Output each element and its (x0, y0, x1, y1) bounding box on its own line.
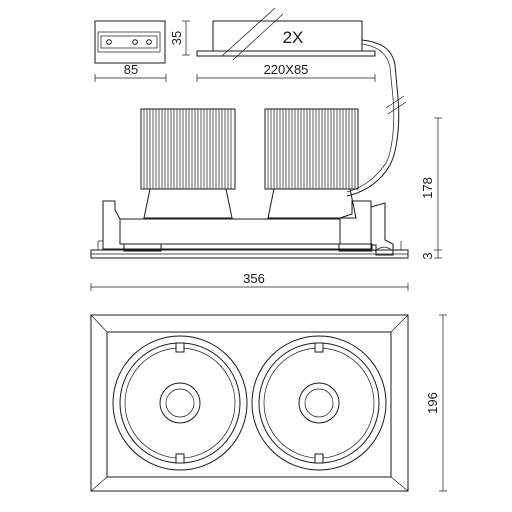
dim-356: 356 (90, 271, 409, 291)
dim-220x85-label: 220X85 (264, 62, 309, 77)
heatsink-left (140, 108, 236, 219)
large-driver-box: 2X (196, 7, 376, 61)
dim-356-label: 356 (243, 271, 265, 286)
dim-178: 178 (420, 117, 442, 251)
front-view (90, 314, 409, 492)
dim-85: 85 (94, 62, 167, 82)
dim-196-label: 196 (425, 392, 440, 414)
dim-35: 35 (169, 20, 190, 56)
dim-196: 196 (425, 314, 447, 492)
side-view (90, 108, 409, 259)
dim-85-label: 85 (124, 62, 138, 77)
small-driver-box (94, 20, 166, 64)
lamp-left (112, 335, 248, 471)
quantity-label: 2X (283, 28, 304, 47)
dim-178-label: 178 (420, 177, 435, 199)
dim-3-label: 3 (420, 252, 435, 259)
cable (346, 39, 407, 197)
heatsink-right (264, 108, 359, 219)
dim-220x85: 220X85 (196, 62, 376, 82)
lamp-right (251, 335, 387, 471)
dim-3: 3 (420, 250, 442, 260)
dim-35-label: 35 (169, 31, 184, 45)
